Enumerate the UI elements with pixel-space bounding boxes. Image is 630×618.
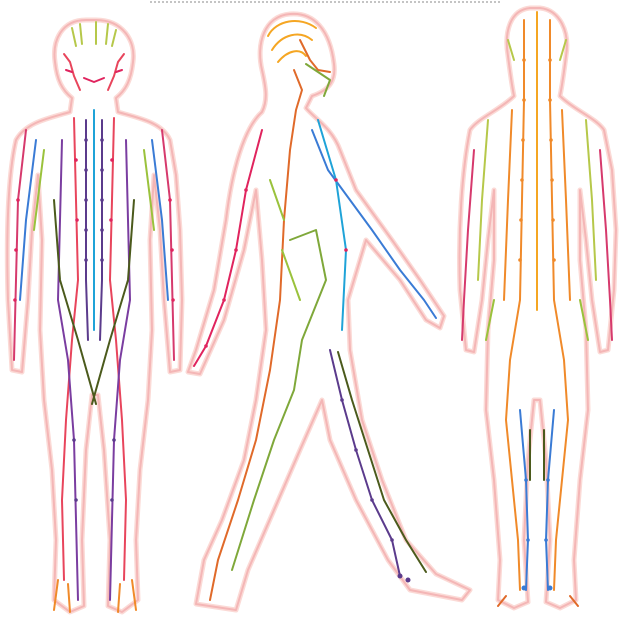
side-liver-meridian xyxy=(338,352,426,572)
back-figure xyxy=(459,8,616,608)
side-figure xyxy=(188,14,470,610)
front-head-meridians xyxy=(64,22,124,90)
side-pericardium-meridian xyxy=(312,130,436,318)
front-figure xyxy=(7,20,182,612)
